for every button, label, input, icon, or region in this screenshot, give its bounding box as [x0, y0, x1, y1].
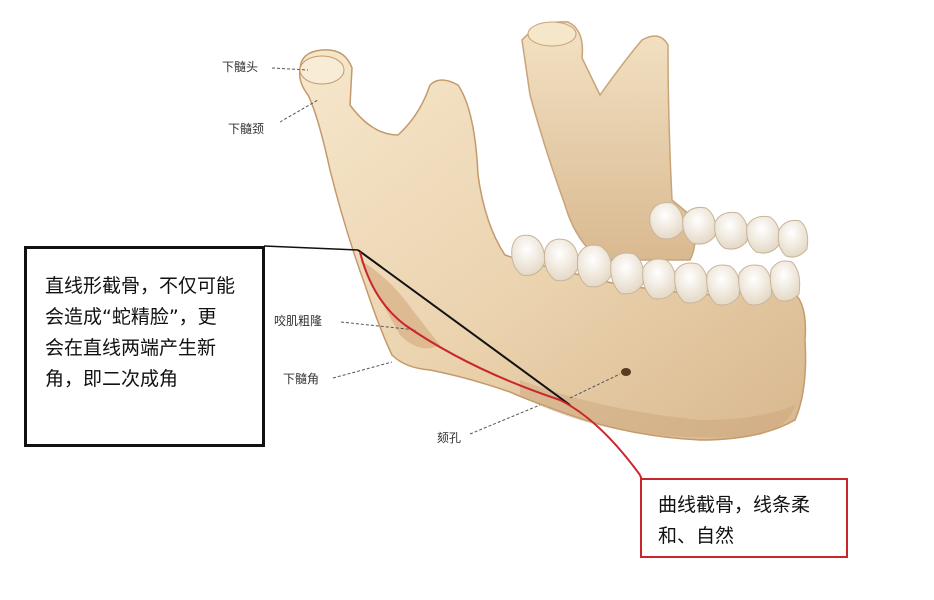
- condyle-head: [299, 55, 345, 85]
- curved-cut-note-box: 曲线截骨，线条柔 和、自然: [640, 478, 848, 558]
- curved-cut-note: 曲线截骨，线条柔 和、自然: [658, 494, 811, 547]
- back-teeth: [649, 202, 809, 258]
- label-condyle-neck: 下髓颈: [228, 122, 265, 136]
- straight-cut-note-box: 直线形截骨，不仅可能 会造成“蛇精脸”，更 会在直线两端产生新 角，即二次成角: [24, 246, 265, 447]
- body-lower-shading: [520, 380, 795, 438]
- label-condyle: 下髓头: [222, 60, 259, 74]
- straight-cut-note: 直线形截骨，不仅可能 会造成“蛇精脸”，更 会在直线两端产生新 角，即二次成角: [45, 275, 236, 390]
- label-masseter-tuberosity: 咬肌粗隆: [274, 314, 323, 328]
- right-ramus: [521, 21, 696, 261]
- curved-osteotomy-line: [359, 251, 641, 476]
- straight-osteotomy-line: [357, 249, 571, 406]
- label-pointers: [271, 67, 621, 435]
- mental-foramen-hole: [621, 368, 631, 376]
- label-mandible-angle: 下髓角: [283, 372, 320, 386]
- coronoid-tip: [527, 21, 577, 47]
- box-to-line-connector: [263, 245, 359, 251]
- lower-teeth: [511, 234, 801, 306]
- label-mental-foramen: 颏孔: [437, 431, 462, 445]
- masseter-shading: [360, 260, 440, 349]
